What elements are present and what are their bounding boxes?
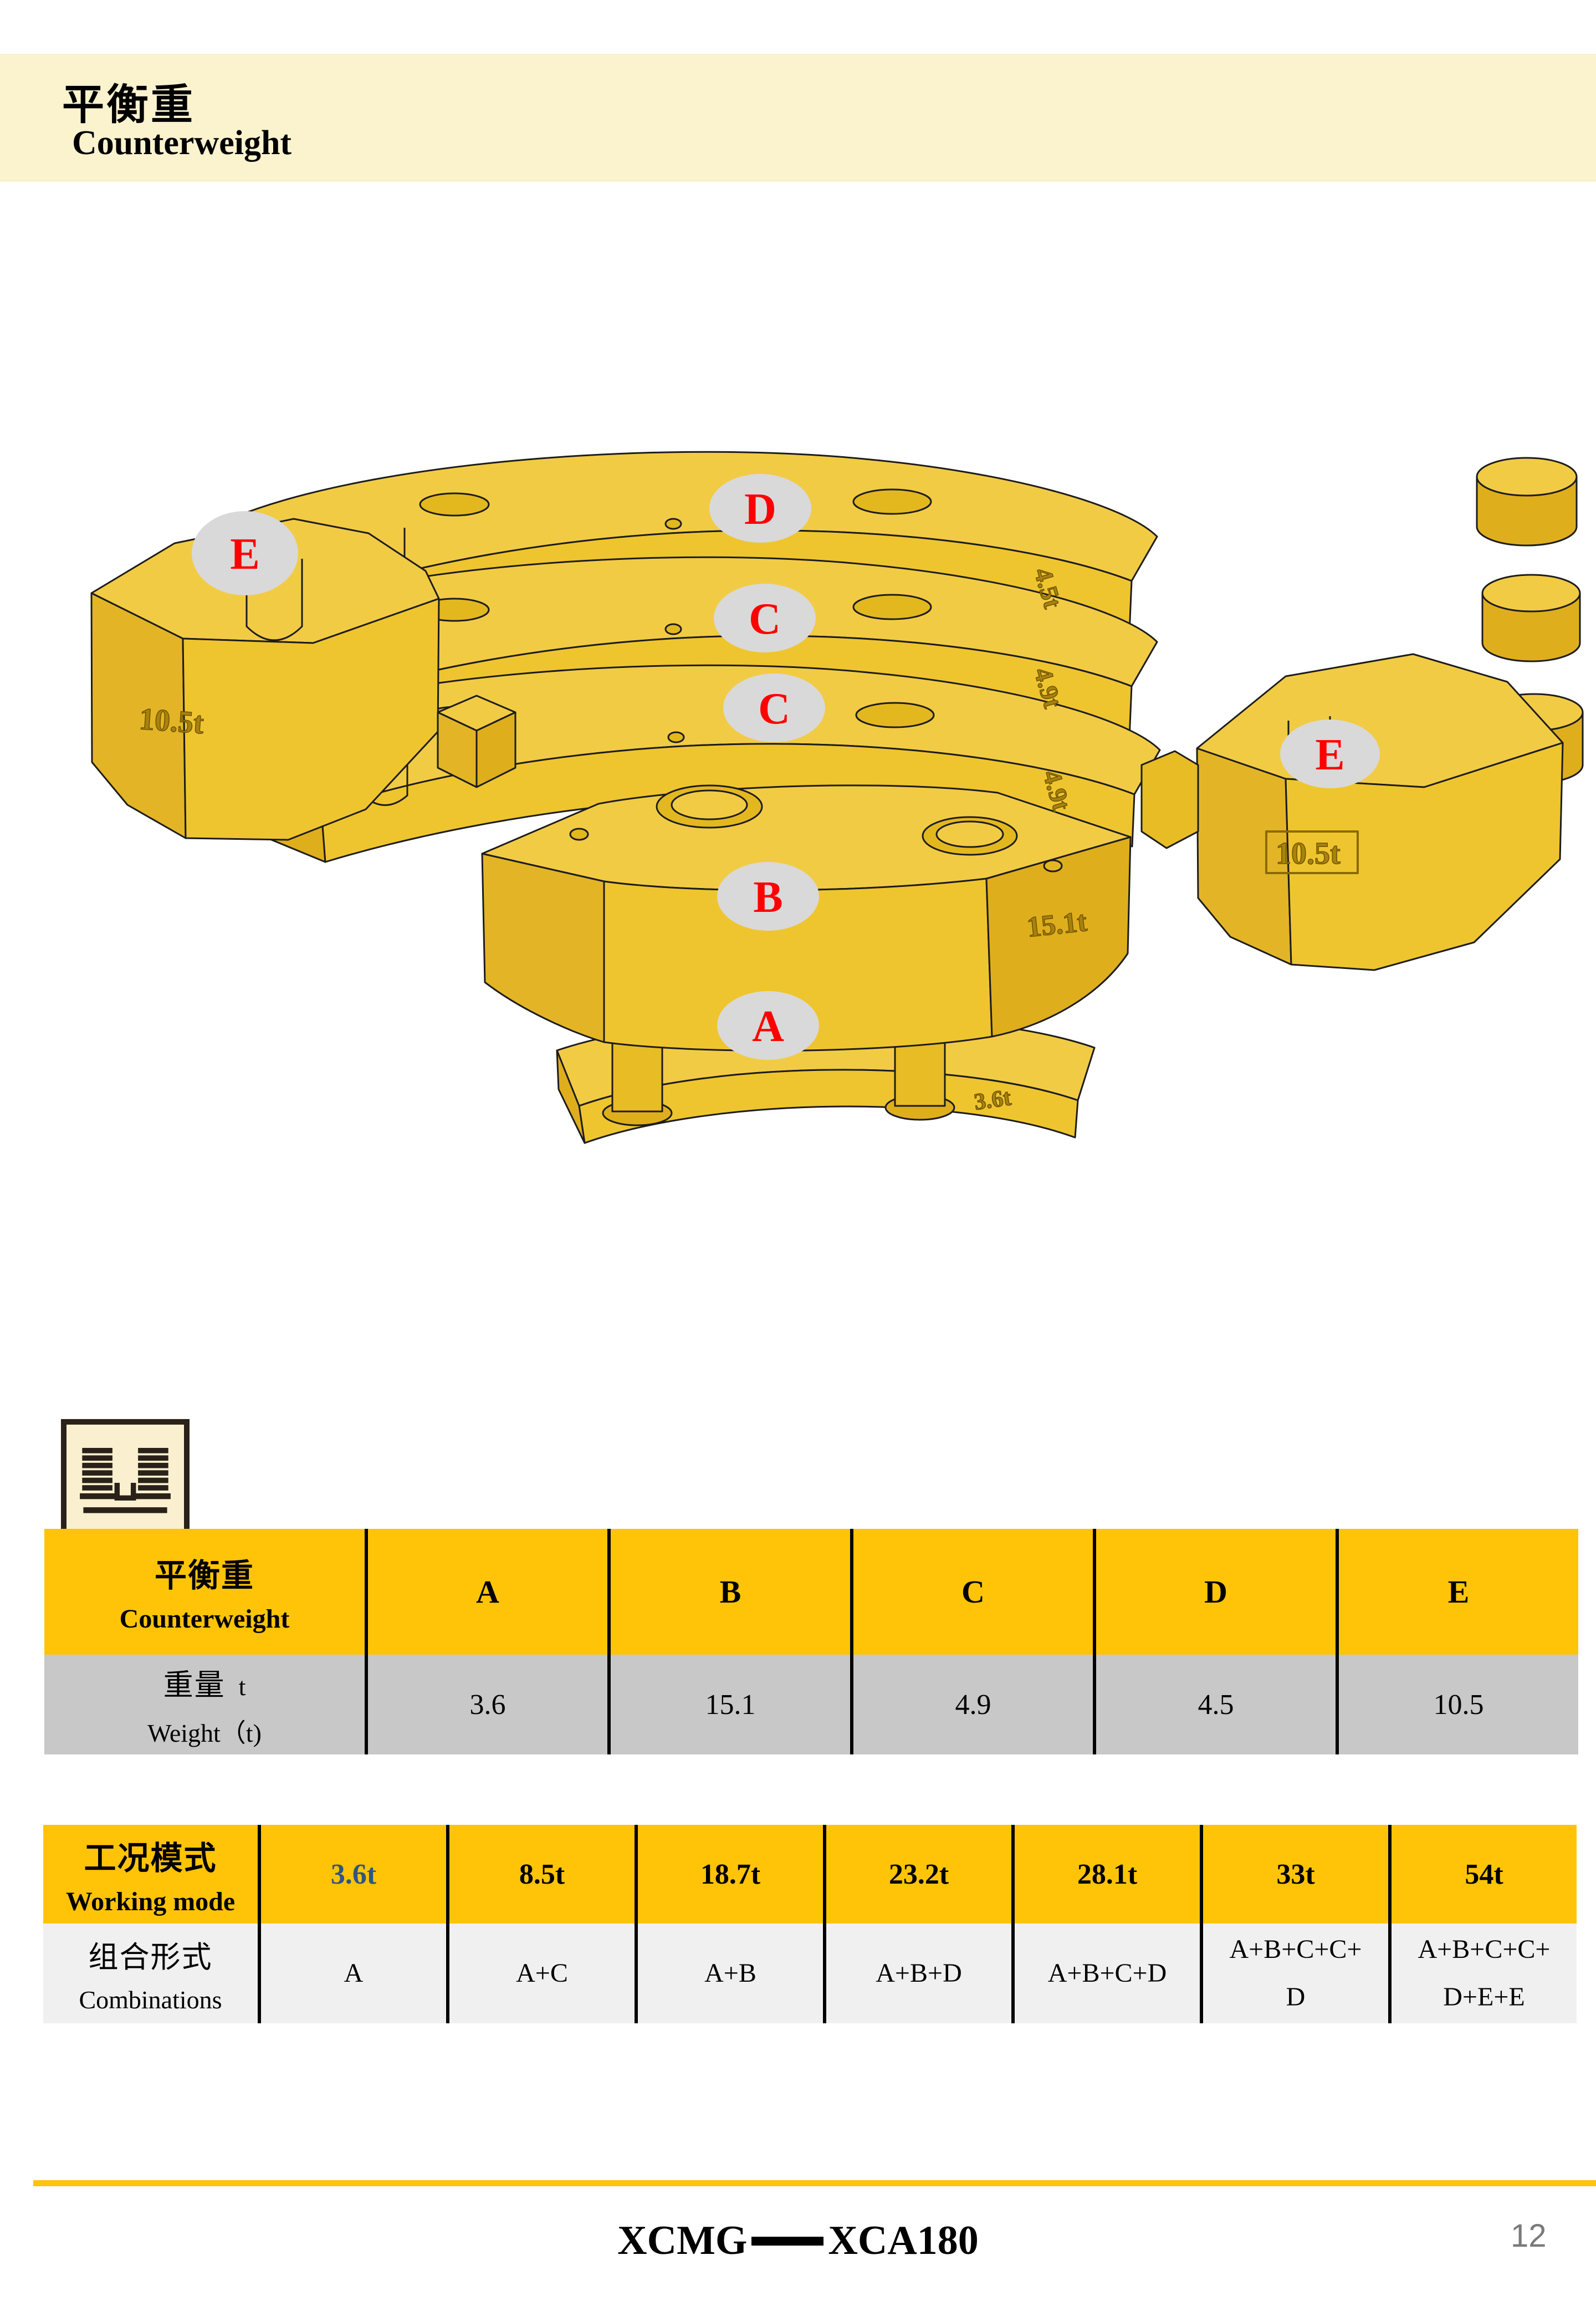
t2-header-cn: 工况模式 xyxy=(84,1840,217,1876)
t2-row-label-cell: 组合形式 Combinations xyxy=(43,1924,258,2023)
working-mode-table: 工况模式 Working mode 3.6t 8.5t 18.7t 23.2t … xyxy=(43,1825,1577,2023)
t2-mode-2: 18.7t xyxy=(635,1825,823,1924)
t2-mode-1: 8.5t xyxy=(446,1825,635,1924)
t2-combo-2: A+B xyxy=(635,1924,823,2023)
t2-mode-6: 54t xyxy=(1388,1825,1577,1924)
t2-mode-0: 3.6t xyxy=(258,1825,446,1924)
label-c-lower: C xyxy=(758,685,790,733)
page-title-en: Counterweight xyxy=(72,124,292,162)
footer-gold-rule xyxy=(33,2180,1596,2186)
t1-col-b: B xyxy=(607,1529,850,1655)
t1-col-a: A xyxy=(365,1529,607,1655)
header-band: 平衡重 Counterweight xyxy=(0,54,1596,182)
label-d: D xyxy=(744,485,776,534)
brand-right: XCA180 xyxy=(828,2218,979,2263)
t2-combo-0: A xyxy=(258,1924,446,2023)
t2-row-label-cn: 组合形式 xyxy=(88,1941,213,1974)
counterweight-stack-icon xyxy=(61,1419,190,1547)
t2-header-en: Working mode xyxy=(65,1886,236,1916)
t1-header-en: Counterweight xyxy=(119,1604,290,1634)
t1-col-d: D xyxy=(1093,1529,1336,1655)
t2-header-label-cell: 工况模式 Working mode xyxy=(43,1825,258,1924)
counterweight-exploded-diagram: 4.5t 4.9t 4.9t 15.1t 3.6t 10.5t 10.5t E … xyxy=(90,451,1584,1144)
emboss-e-left-weight: 10.5t xyxy=(138,702,205,741)
page-title-cn: 平衡重 xyxy=(62,81,195,129)
counterweight-weight-table: 平衡重 Counterweight A B C D E 重量 t Weight（… xyxy=(44,1529,1578,1754)
t2-combo-6: A+B+C+C+ D+E+E xyxy=(1388,1924,1577,2023)
t1-row-label-cell: 重量 t Weight（t) xyxy=(44,1655,365,1754)
footer-brand: XCMG XCA180 xyxy=(0,2217,1596,2264)
t2-combo-1: A+C xyxy=(446,1924,635,2023)
t2-mode-4: 28.1t xyxy=(1011,1825,1200,1924)
t1-col-e: E xyxy=(1336,1529,1578,1655)
brand-left: XCMG xyxy=(617,2218,748,2263)
t2-combo-5: A+B+C+C+ D xyxy=(1200,1924,1388,2023)
label-e-right: E xyxy=(1315,731,1344,779)
t1-header-label-cell: 平衡重 Counterweight xyxy=(44,1529,365,1655)
emboss-e-right-weight: 10.5t xyxy=(1276,836,1341,871)
t2-combo-3: A+B+D xyxy=(823,1924,1011,2023)
label-e-left: E xyxy=(230,530,259,579)
t1-row-label-en: Weight（t) xyxy=(147,1718,262,1747)
t1-value-a: 3.6 xyxy=(365,1655,607,1754)
t1-value-e: 10.5 xyxy=(1336,1655,1578,1754)
diagram-labels: E D C C B A E xyxy=(192,474,1380,1060)
brand-dash xyxy=(751,2236,824,2246)
label-c-upper: C xyxy=(749,595,781,644)
t1-col-c: C xyxy=(850,1529,1093,1655)
t2-combo-4: A+B+C+D xyxy=(1011,1924,1200,2023)
t1-value-b: 15.1 xyxy=(607,1655,850,1754)
t1-row-label-unit: t xyxy=(238,1672,246,1701)
counterweight-block-b xyxy=(481,784,1132,1052)
t2-mode-3: 23.2t xyxy=(823,1825,1011,1924)
label-b: B xyxy=(753,873,782,922)
t1-value-d: 4.5 xyxy=(1093,1655,1336,1754)
t2-mode-5: 33t xyxy=(1200,1825,1388,1924)
t1-row-label-cn: 重量 xyxy=(163,1668,226,1702)
emboss-b-weight: 15.1t xyxy=(1025,906,1088,943)
page-number: 12 xyxy=(1511,2218,1547,2254)
t1-header-cn: 平衡重 xyxy=(154,1558,254,1594)
t1-value-c: 4.9 xyxy=(850,1655,1093,1754)
label-a: A xyxy=(752,1002,784,1051)
emboss-a-weight: 3.6t xyxy=(973,1085,1012,1115)
t2-row-label-en: Combinations xyxy=(79,1986,222,2014)
counterweight-block-e-right xyxy=(1140,653,1564,971)
